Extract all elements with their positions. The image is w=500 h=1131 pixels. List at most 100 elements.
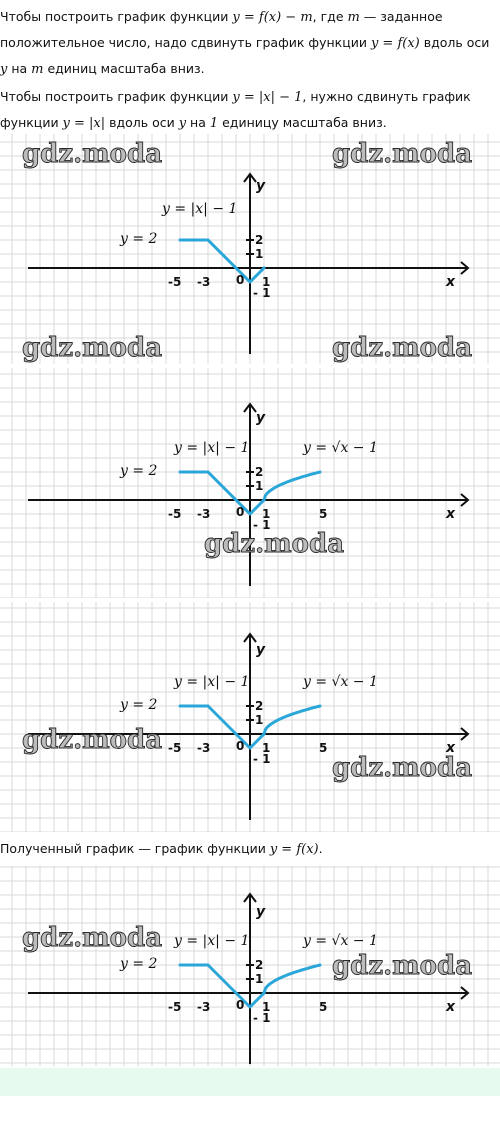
tick-label-neg3: -3 [197, 275, 210, 289]
tick-label-y2: 2 [255, 465, 263, 479]
paragraph-shift-rule: Чтобы построить график функции y = f(x) … [0, 4, 498, 82]
paragraph-abs-shift: Чтобы построить график функции y = |x| −… [0, 84, 498, 136]
text-run: единиц масштаба вниз. [43, 61, 205, 76]
equation-label-abs: y = |x| − 1 [173, 440, 249, 456]
formula: y = f(x) [269, 842, 319, 857]
tick-label-neg3: -3 [197, 507, 210, 521]
tick-label-y1: 1 [255, 972, 263, 986]
graph-4-svg: y x y = |x| − 1 y = 2 y = √x − 1 -5 -3 0… [0, 866, 500, 1066]
formula: m [31, 62, 44, 77]
series-line-1 [206, 963, 266, 1009]
watermark: gdz.moda [332, 951, 472, 981]
text-run: — заданное положительное число, надо сдв… [0, 9, 443, 50]
tick-label-0: 0 [236, 273, 244, 287]
curves [178, 963, 322, 1009]
tick-label-y2: 2 [255, 233, 263, 247]
series-line-1 [206, 704, 266, 750]
watermark: gdz.moda [22, 923, 162, 953]
x-axis-arrow [460, 261, 470, 275]
tick-label-0: 0 [236, 739, 244, 753]
series-line-2 [262, 470, 322, 502]
text-run: Чтобы построить график функции [0, 9, 233, 24]
tick-label-neg5: -5 [168, 507, 181, 521]
tick-label-neg3: -3 [197, 1000, 210, 1014]
tick-label-1: 1 [262, 275, 270, 289]
y-axis-label: y [256, 642, 266, 658]
equation-label-sqrt: y = √x − 1 [302, 674, 378, 690]
tick-label-yneg1: - 1 [253, 286, 271, 300]
tick-label-neg3: -3 [197, 741, 210, 755]
graph-3-svg: y x y = |x| − 1 y = 2 y = √x − 1 -5 -3 0… [0, 602, 500, 832]
series-line-2 [262, 963, 322, 995]
text-run: единицу масштаба вниз. [218, 115, 387, 130]
formula: y [178, 116, 187, 131]
tick-label-neg5: -5 [168, 1000, 181, 1014]
graph-2-svg: y x y = |x| − 1 y = 2 y = √x − 1 -5 -3 0… [0, 368, 500, 598]
watermark: gdz.moda [204, 529, 344, 559]
tick-label-5: 5 [319, 741, 327, 755]
tick-label-1: 1 [262, 741, 270, 755]
text-run: , где [312, 9, 348, 24]
tick-label-1: 1 [262, 507, 270, 521]
tick-label-neg5: -5 [168, 741, 181, 755]
text-run: на [186, 115, 210, 130]
equation-label-abs: y = |x| − 1 [173, 933, 249, 949]
equation-label-const: y = 2 [119, 463, 158, 479]
watermark: gdz.moda [22, 139, 162, 169]
watermark: gdz.moda [332, 333, 472, 363]
series-line-2 [262, 704, 322, 736]
tick-label-5: 5 [319, 507, 327, 521]
y-axis-arrow [243, 172, 257, 183]
graph-1-svg: y x y = |x| − 1 y = 2 -5 -3 0 1 2 1 - 1 … [0, 134, 500, 364]
watermark: gdz.moda [22, 333, 162, 363]
chart-panel-3: y x y = |x| − 1 y = 2 y = √x − 1 -5 -3 0… [0, 602, 500, 832]
tick-label-yneg1: - 1 [253, 518, 271, 532]
text-run: вдоль оси [419, 35, 490, 50]
formula: y = |x| [62, 116, 106, 131]
text-run: Чтобы построить график функции [0, 89, 233, 104]
text-run: Полученный график — график функции [0, 841, 270, 856]
curves [178, 238, 266, 284]
chart-panel-1: y x y = |x| − 1 y = 2 -5 -3 0 1 2 1 - 1 … [0, 134, 500, 364]
tick-label-0: 0 [236, 505, 244, 519]
y-axis-label: y [256, 904, 266, 920]
x-axis-label: x [445, 740, 456, 756]
curves [178, 470, 322, 516]
x-axis-label: x [445, 274, 456, 290]
x-axis-label: x [445, 506, 456, 522]
equation-label-const: y = 2 [119, 231, 158, 247]
chart-panel-4: y x y = |x| − 1 y = 2 y = √x − 1 -5 -3 0… [0, 866, 500, 1066]
grid [0, 368, 500, 598]
series-line-1 [206, 238, 266, 284]
watermark: gdz.moda [332, 139, 472, 169]
x-axis-label: x [445, 999, 456, 1015]
y-axis-label: y [256, 410, 266, 426]
tick-label-yneg1: - 1 [253, 752, 271, 766]
equation-label-const: y = 2 [119, 697, 158, 713]
text-run: на [7, 61, 32, 76]
formula: y = |x| − 1 [232, 90, 303, 105]
x-axis-arrow [460, 493, 470, 507]
tick-label-y2: 2 [255, 958, 263, 972]
text-run: вдоль оси [105, 115, 179, 130]
y-axis-arrow [243, 402, 257, 413]
watermark: gdz.moda [22, 725, 162, 755]
equation-label-sqrt: y = √x − 1 [302, 440, 378, 456]
tick-label-1: 1 [262, 1000, 270, 1014]
formula: m [347, 10, 360, 25]
x-axis-arrow [460, 986, 470, 1000]
y-axis-label: y [256, 178, 266, 194]
formula: y = f(x) [370, 36, 420, 51]
tick-label-5: 5 [319, 1000, 327, 1014]
tick-label-y1: 1 [255, 479, 263, 493]
text-run: . [318, 841, 323, 856]
equation-label-const: y = 2 [119, 956, 158, 972]
equation-label-abs: y = |x| − 1 [161, 201, 237, 217]
tick-label-yneg1: - 1 [253, 1011, 271, 1025]
curves [178, 704, 322, 750]
equation-label-sqrt: y = √x − 1 [302, 933, 378, 949]
chart-panel-2: y x y = |x| − 1 y = 2 y = √x − 1 -5 -3 0… [0, 368, 500, 598]
tick-label-0: 0 [236, 998, 244, 1012]
formula: y = f(x) − m [232, 10, 313, 25]
equation-label-abs: y = |x| − 1 [173, 674, 249, 690]
